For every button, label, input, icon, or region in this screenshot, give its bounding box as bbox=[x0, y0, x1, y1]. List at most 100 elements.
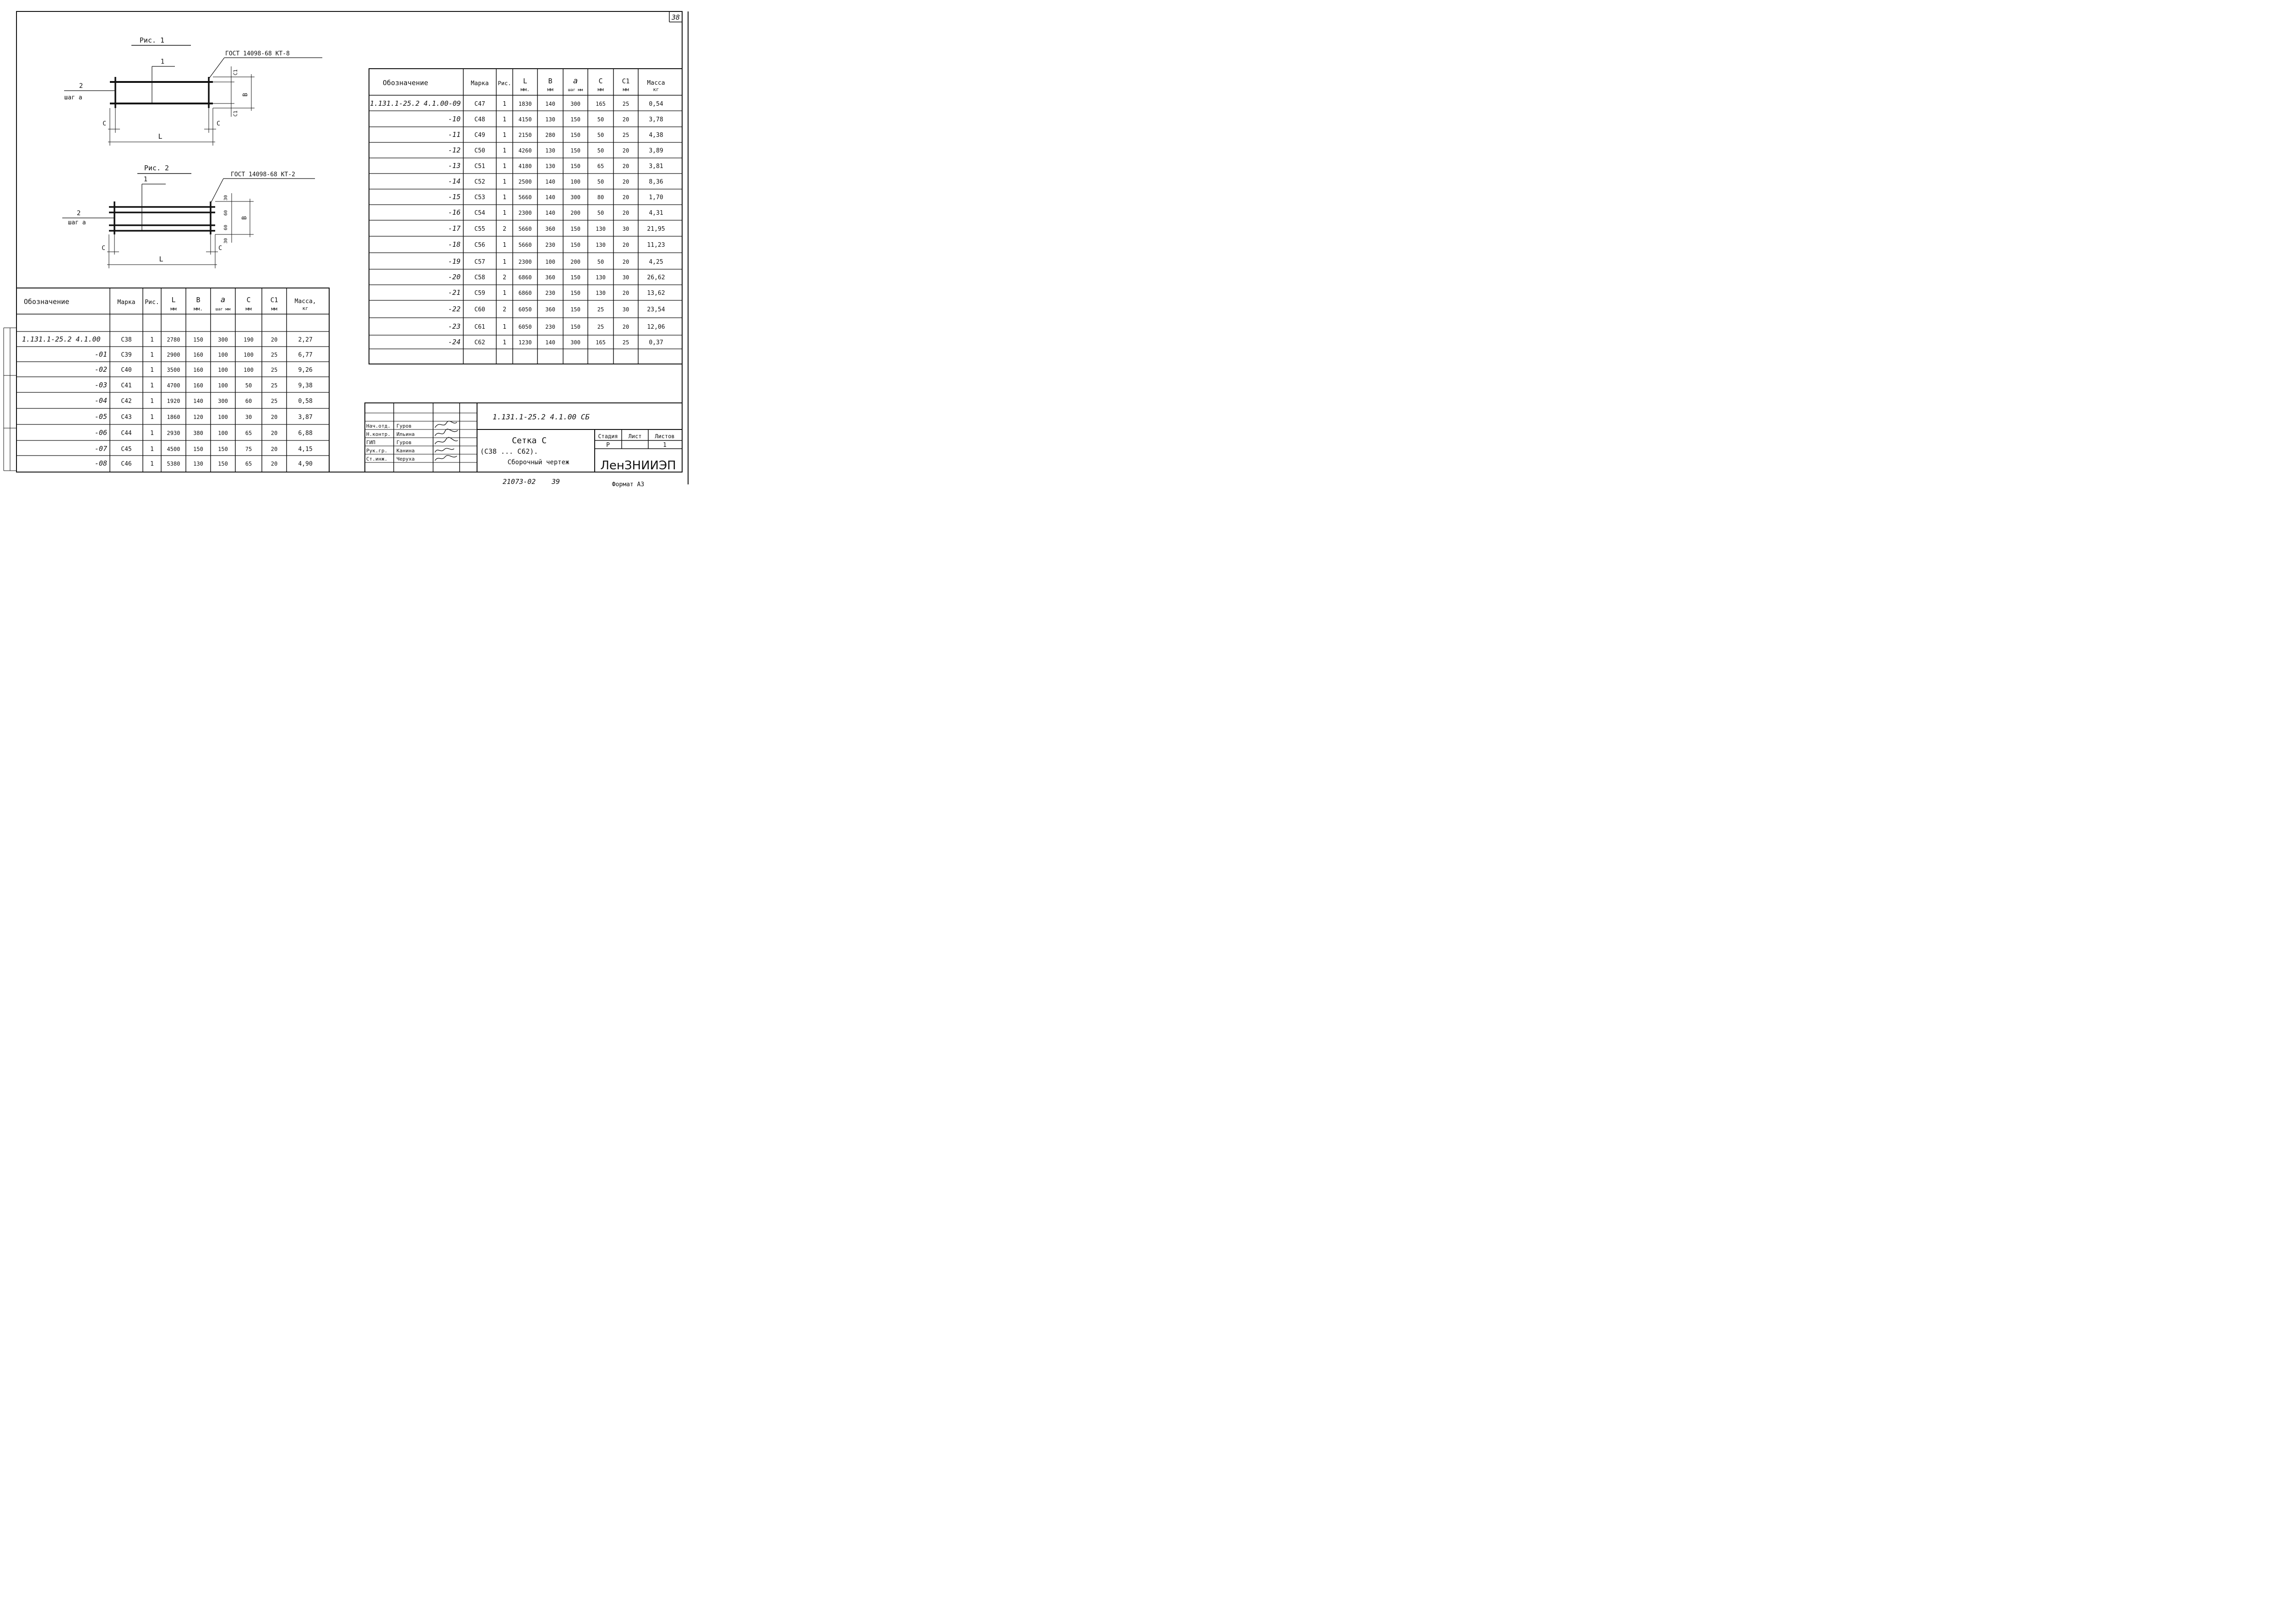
fig1-callout-2: 2 bbox=[79, 82, 83, 90]
format-label: Формат А3 bbox=[612, 481, 644, 488]
row-mark: С55 bbox=[474, 226, 485, 233]
row-step: 150 bbox=[570, 132, 580, 138]
row-c: 130 bbox=[596, 242, 606, 248]
row-mass: 3,87 bbox=[298, 414, 312, 421]
row-figure: 1 bbox=[503, 147, 506, 154]
right-header-b: В bbox=[548, 77, 552, 85]
row-c: 30 bbox=[245, 414, 252, 420]
row-step: 150 bbox=[218, 446, 228, 452]
row-step: 150 bbox=[570, 147, 580, 154]
row-mark: С53 bbox=[474, 194, 485, 201]
left-spec-table: Обозначение Марка Рис. L мм В мм. а шаг … bbox=[16, 288, 330, 473]
row-length: 4180 bbox=[519, 163, 532, 169]
row-c1: 20 bbox=[623, 116, 629, 123]
signer-name: Гуров bbox=[396, 440, 412, 445]
row-designation: -23 bbox=[448, 322, 461, 331]
row-width: 160 bbox=[193, 367, 203, 373]
row-mark: С47 bbox=[474, 101, 485, 108]
row-mark: С58 bbox=[474, 274, 485, 281]
row-figure: 1 bbox=[503, 324, 506, 331]
organization-name: ЛенЗНИИЭП bbox=[600, 459, 676, 473]
right-header-mass: Масса bbox=[647, 80, 665, 87]
row-width: 100 bbox=[545, 259, 555, 265]
row-c1: 20 bbox=[623, 147, 629, 154]
row-designation: -20 bbox=[448, 273, 461, 281]
row-c1: 20 bbox=[271, 461, 277, 467]
row-mass: 26,62 bbox=[647, 274, 665, 281]
row-designation: -18 bbox=[448, 240, 461, 249]
row-mark: С45 bbox=[121, 446, 131, 453]
left-header-a: а bbox=[221, 295, 225, 304]
left-header-designation: Обозначение bbox=[24, 298, 69, 306]
right-header-mark: Марка bbox=[471, 80, 488, 87]
row-designation: -04 bbox=[95, 396, 107, 405]
row-figure: 1 bbox=[150, 446, 154, 453]
row-figure: 1 bbox=[503, 210, 506, 217]
row-designation: -19 bbox=[448, 257, 461, 266]
signer-name: Канина bbox=[396, 448, 415, 454]
row-mass: 3,89 bbox=[649, 147, 663, 154]
right-header-fig: Рис. bbox=[498, 80, 511, 87]
row-c: 165 bbox=[596, 339, 606, 346]
row-c: 50 bbox=[245, 382, 252, 389]
row-width: 140 bbox=[193, 398, 203, 404]
row-designation: -05 bbox=[95, 413, 107, 421]
row-designation: -06 bbox=[95, 429, 107, 437]
row-mass: 12,06 bbox=[647, 324, 665, 331]
row-c1: 20 bbox=[271, 414, 277, 420]
row-mark: С49 bbox=[474, 132, 485, 139]
row-figure: 1 bbox=[503, 116, 506, 123]
fig1-gost: ГОСТ 14098-68 КТ-8 bbox=[225, 50, 290, 57]
row-length: 2300 bbox=[519, 259, 532, 265]
row-c1: 25 bbox=[271, 398, 277, 404]
row-c: 65 bbox=[597, 163, 604, 169]
row-step: 300 bbox=[570, 194, 580, 201]
row-length: 2150 bbox=[519, 132, 532, 138]
row-mass: 3,78 bbox=[649, 116, 663, 123]
row-mark: С44 bbox=[121, 430, 132, 437]
left-header-l: L bbox=[171, 296, 175, 304]
row-figure: 1 bbox=[150, 414, 154, 421]
row-width: 130 bbox=[193, 461, 203, 467]
row-mark: С59 bbox=[474, 290, 485, 297]
sheet-label: Лист bbox=[629, 433, 642, 440]
row-c1: 25 bbox=[271, 352, 277, 358]
row-width: 230 bbox=[545, 290, 555, 296]
row-c1: 25 bbox=[623, 101, 629, 107]
fig2-dim-30-top: 30 bbox=[223, 195, 228, 201]
row-designation: -01 bbox=[95, 350, 107, 358]
row-figure: 1 bbox=[503, 179, 506, 185]
row-c1: 20 bbox=[271, 337, 277, 343]
row-mark: С54 bbox=[474, 210, 485, 217]
row-mass: 1,70 bbox=[649, 194, 663, 201]
left-header-fig: Рис. bbox=[145, 299, 159, 306]
row-mass: 6,88 bbox=[298, 430, 312, 437]
signature-5 bbox=[434, 455, 457, 461]
row-width: 130 bbox=[545, 116, 555, 123]
row-c1: 25 bbox=[623, 339, 629, 346]
left-header-mass: Масса, bbox=[295, 298, 316, 305]
fig2-dim-c-left: С bbox=[102, 245, 105, 252]
row-c1: 20 bbox=[623, 259, 629, 265]
row-designation: -11 bbox=[448, 130, 461, 139]
fig1-dim-l: L bbox=[158, 132, 162, 141]
row-mass: 8,36 bbox=[649, 179, 663, 185]
row-designation: -10 bbox=[448, 115, 461, 123]
row-mark: С50 bbox=[474, 147, 485, 154]
right-header-b-unit: мм bbox=[547, 87, 553, 92]
left-header-c-unit: мм bbox=[245, 306, 252, 312]
fig2-dim-l: L bbox=[159, 255, 163, 263]
row-figure: 1 bbox=[150, 398, 154, 405]
row-length: 1230 bbox=[519, 339, 532, 346]
right-header-c1: С1 bbox=[622, 78, 630, 85]
row-step: 100 bbox=[218, 430, 228, 436]
row-figure: 1 bbox=[503, 339, 506, 346]
row-length: 2780 bbox=[167, 337, 180, 343]
row-designation: -21 bbox=[448, 288, 461, 297]
product-name: Сетка С bbox=[512, 436, 547, 445]
row-c: 50 bbox=[597, 116, 604, 123]
fig1-dim-b: В bbox=[242, 93, 249, 97]
row-designation: -16 bbox=[448, 208, 461, 217]
